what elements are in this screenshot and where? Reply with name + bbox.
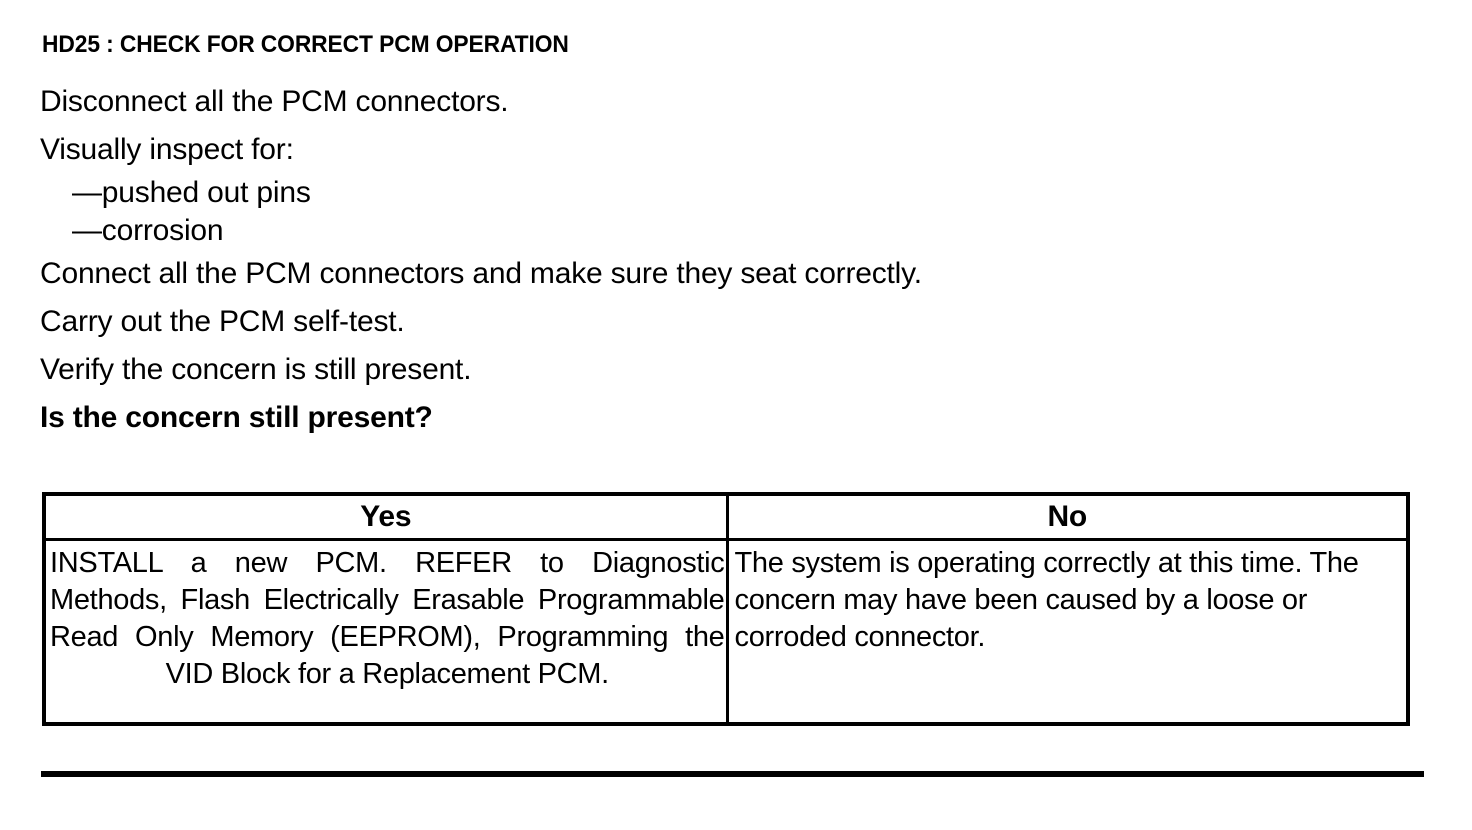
action-cell-no: The system is operating correctly at thi…	[734, 547, 1359, 653]
instruction-block: Disconnect all the PCM connectors. Visua…	[40, 78, 1400, 442]
section-divider	[41, 771, 1424, 777]
list-item: —pushed out pins	[72, 176, 311, 209]
instruction-line-verify: Verify the concern is still present.	[40, 353, 472, 386]
inspection-list: —pushed out pins —corrosion	[40, 174, 1400, 250]
table-row: INSTALL a new PCM. REFER to Diagnostic M…	[46, 539, 1406, 722]
instruction-line-self-test: Carry out the PCM self-test.	[40, 305, 405, 338]
column-header-no: No	[727, 496, 1406, 541]
instruction-line-connect: Connect all the PCM connectors and make …	[40, 257, 922, 290]
instruction-line-disconnect: Disconnect all the PCM connectors.	[40, 85, 509, 118]
decision-table: Yes No INSTALL a new PCM. REFER to Diagn…	[42, 492, 1410, 726]
column-header-yes: Yes	[46, 496, 729, 541]
decision-question: Is the concern still present?	[40, 401, 433, 434]
instruction-line-inspect: Visually inspect for:	[40, 133, 294, 166]
action-cell-yes: INSTALL a new PCM. REFER to Diagnostic M…	[46, 539, 729, 722]
list-item: —corrosion	[72, 214, 224, 247]
page-title: HD25 : CHECK FOR CORRECT PCM OPERATION	[42, 31, 569, 58]
table-header-row: Yes No	[46, 496, 1406, 541]
